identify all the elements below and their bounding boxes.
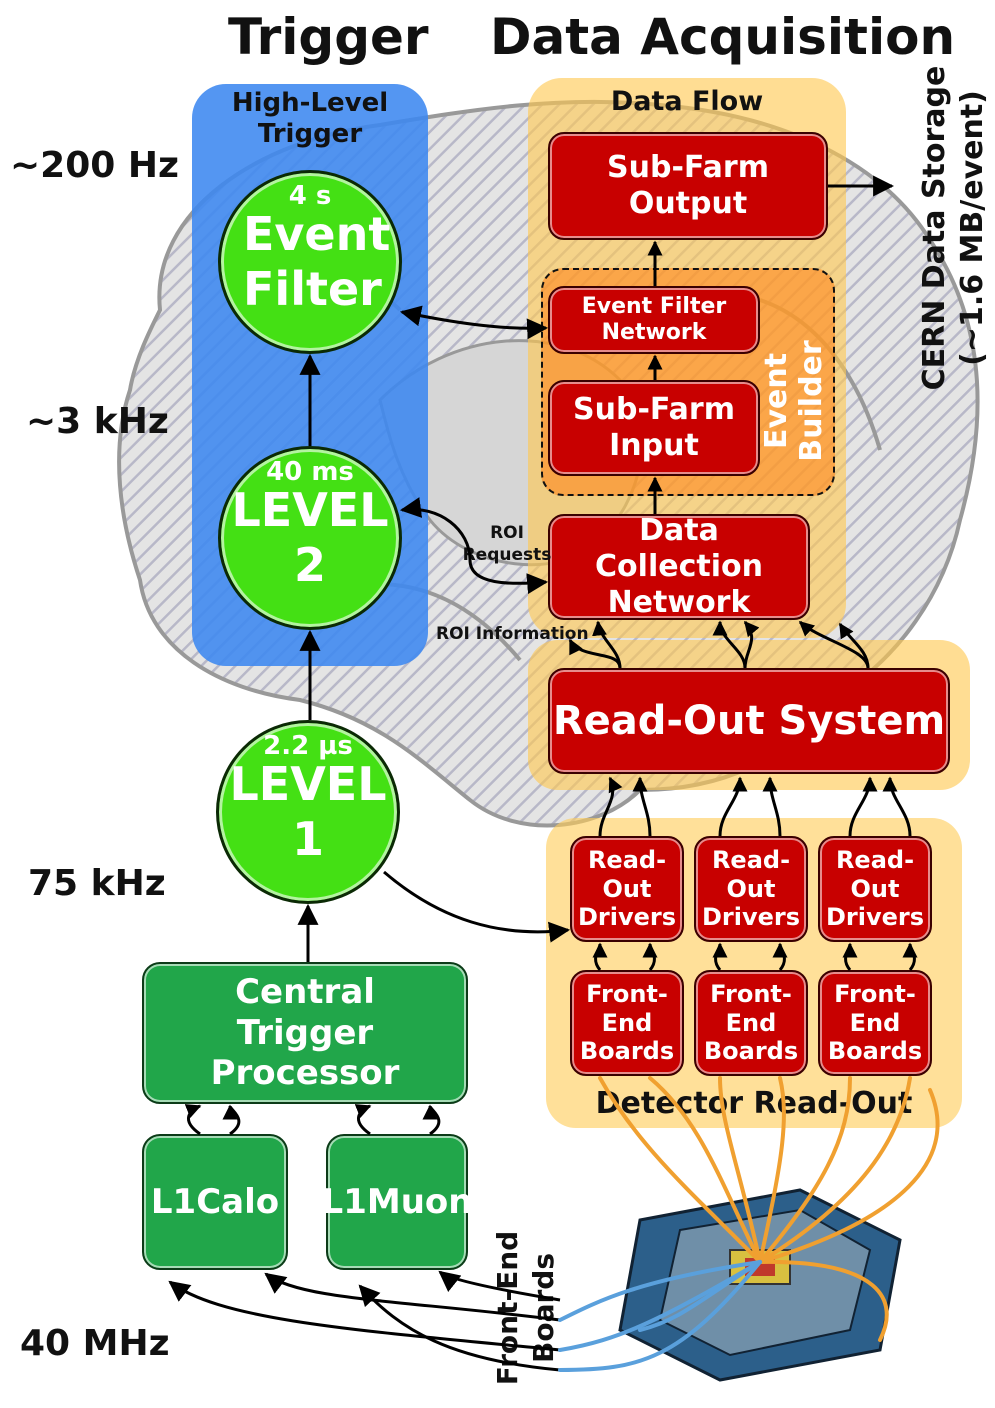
front-end-boards-box-2: Front-End Boards [694,970,808,1076]
central-trigger-processor-box: Central Trigger Processor [142,962,468,1104]
data-collection-network-box: Data Collection Network [548,513,810,620]
event-filter-node: 4 s Event Filter [218,170,402,354]
rate-40mhz: 40 MHz [20,1323,170,1364]
read-out-system-box: Read-Out System [548,668,950,774]
detector-read-out-title: Detector Read-Out [595,1086,913,1121]
trigger-header: Trigger [228,8,429,66]
sub-farm-output-box: Sub-Farm Output [548,132,828,240]
data-flow-title: Data Flow [610,86,764,117]
data-acquisition-header: Data Acquisition [490,8,956,66]
rate-75khz: 75 kHz [28,863,166,904]
level2-latency: 40 ms [266,457,354,487]
event-filter-efn-arrow [399,305,549,340]
level1-node: 2.2 µs LEVEL 1 [216,720,400,904]
event-filter-name: Event Filter [243,207,391,317]
level2-name: LEVEL 2 [231,483,389,593]
front-end-boards-box-3: Front-End Boards [818,970,932,1076]
event-filter-latency: 4 s [288,181,332,211]
level1-latency: 2.2 µs [263,731,353,761]
rate-3khz: ~3 kHz [26,401,169,442]
roi-information-label: ROI Information [436,624,589,644]
front-end-boards-box-1: Front-End Boards [570,970,684,1076]
l1calo-box: L1Calo [142,1134,288,1270]
level2-node: 40 ms LEVEL 2 [218,446,402,630]
level2-roi-requests-arrow [399,497,549,595]
rate-200hz: ~200 Hz [10,145,179,186]
l1muon-box: L1Muon [322,1134,472,1270]
high-level-trigger-title: High-Level Trigger [231,88,389,150]
read-out-drivers-box-2: Read-Out Drivers [694,836,808,942]
read-out-drivers-box-3: Read-Out Drivers [818,836,932,942]
event-filter-network-box: Event Filter Network [548,286,760,354]
read-out-drivers-box-1: Read-Out Drivers [570,836,684,942]
level1-to-rod-arrow [383,870,571,943]
sub-farm-input-box: Sub-Farm Input [548,380,760,476]
level1-name: LEVEL 1 [229,757,387,867]
